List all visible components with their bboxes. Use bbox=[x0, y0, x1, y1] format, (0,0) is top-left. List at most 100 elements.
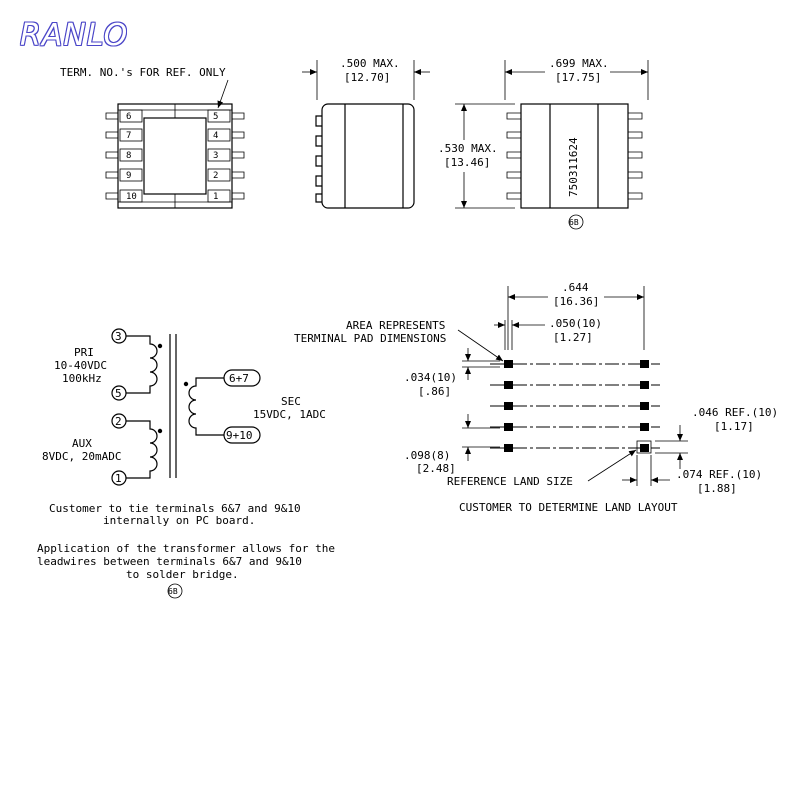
front-left-lead-2 bbox=[506, 131, 521, 139]
front-width-in: .699 MAX. bbox=[549, 57, 609, 70]
top-left-pin-box-8 bbox=[119, 148, 143, 162]
pri-freq: 100kHz bbox=[62, 372, 102, 385]
note1-line1: Customer to tie terminals 6&7 and 9&10 bbox=[49, 502, 301, 515]
top-right-pin-box-1 bbox=[207, 189, 231, 203]
top-left-lead-9 bbox=[105, 171, 118, 179]
land-pad-left-5 bbox=[504, 444, 513, 452]
area-line1: AREA REPRESENTS bbox=[346, 319, 445, 332]
ref-w-mm: [1.88] bbox=[697, 482, 737, 495]
top-left-lead-10 bbox=[105, 192, 118, 200]
term-note-leader bbox=[217, 79, 229, 109]
primary-winding bbox=[126, 335, 158, 394]
top-right-pin-box-3 bbox=[207, 148, 231, 162]
pin-6-7 bbox=[223, 369, 261, 387]
badge-6b-top bbox=[568, 214, 584, 230]
land-width-in: .644 bbox=[562, 281, 589, 294]
pri-voltage: 10-40VDC bbox=[54, 359, 107, 372]
top-right-lead-5 bbox=[232, 112, 245, 120]
top-right-pin-box-2 bbox=[207, 168, 231, 182]
pitch-mm: [.86] bbox=[418, 385, 451, 398]
pri-label: PRI bbox=[74, 346, 94, 359]
front-view: .699 MAX. [17.75] .530 MAX. [13.46] 7503… bbox=[438, 57, 649, 230]
badge-6b-schematic bbox=[167, 583, 183, 599]
ranlo-logo: RANLO bbox=[20, 18, 129, 53]
top-right-pin-5: 5 bbox=[213, 112, 218, 122]
schematic: PRI 10-40VDC 100kHz AUX 8VDC, 20mADC SEC… bbox=[37, 328, 335, 599]
top-left-pin-box-9 bbox=[119, 168, 143, 182]
land-pad-left-1 bbox=[504, 360, 513, 368]
top-left-pin-10: 10 bbox=[126, 192, 137, 202]
top-left-lead-6 bbox=[105, 112, 118, 120]
side-view-leads bbox=[315, 115, 322, 203]
pitch-in: .034(10) bbox=[404, 371, 457, 384]
top-left-lead-8 bbox=[105, 151, 118, 159]
sec-rating: 15VDC, 1ADC bbox=[253, 408, 326, 421]
front-right-lead-3 bbox=[628, 151, 643, 159]
top-right-lead-4 bbox=[232, 131, 245, 139]
row-mm: [2.48] bbox=[416, 462, 456, 475]
top-right-lead-1 bbox=[232, 192, 245, 200]
note2-line1: Application of the transformer allows fo… bbox=[37, 542, 335, 555]
front-left-lead-1 bbox=[506, 112, 521, 120]
aux-winding bbox=[126, 420, 158, 479]
front-right-lead-4 bbox=[628, 171, 643, 179]
side-dim-in: .500 MAX. bbox=[340, 57, 400, 70]
land-pad-left-3 bbox=[504, 402, 513, 410]
top-left-pin-8: 8 bbox=[126, 151, 131, 161]
land-pad-right-5 bbox=[640, 444, 649, 452]
aux-label: AUX bbox=[72, 437, 92, 450]
pin-5-label: 5 bbox=[115, 387, 122, 400]
land-pad-rows bbox=[490, 360, 660, 452]
front-right-lead-2 bbox=[628, 131, 643, 139]
land-pad-left-2 bbox=[504, 381, 513, 389]
pad-w-in: .050(10) bbox=[549, 317, 602, 330]
front-left-lead-5 bbox=[506, 192, 521, 200]
ref-w-in: .074 REF.(10) bbox=[676, 468, 762, 481]
top-view-core bbox=[143, 117, 207, 195]
ref-h-in: .046 REF.(10) bbox=[692, 406, 778, 419]
top-right-lead-3 bbox=[232, 151, 245, 159]
top-right-lead-2 bbox=[232, 171, 245, 179]
top-left-pin-box-6 bbox=[119, 109, 143, 123]
reference-land-outline bbox=[636, 440, 652, 454]
pin-6-7-label: 6+7 bbox=[229, 372, 249, 385]
top-left-pin-6: 6 bbox=[126, 112, 131, 122]
land-pad-right-3 bbox=[640, 402, 649, 410]
top-right-pin-3: 3 bbox=[213, 151, 218, 161]
side-view: .500 MAX. [12.70] bbox=[302, 57, 430, 209]
pin-1-label: 1 bbox=[115, 472, 122, 485]
ref-land-label: REFERENCE LAND SIZE bbox=[447, 475, 573, 488]
pin-2-label: 2 bbox=[115, 415, 122, 428]
front-view-body bbox=[520, 103, 629, 209]
top-left-lead-7 bbox=[105, 131, 118, 139]
front-right-lead-1 bbox=[628, 112, 643, 120]
land-pad-right-4 bbox=[640, 423, 649, 431]
note1-line2: internally on PC board. bbox=[103, 514, 255, 527]
land-layout: .644 [16.36] AREA REPRESENTS TERMINAL PA… bbox=[294, 281, 778, 514]
note2-line3: to solder bridge. bbox=[126, 568, 239, 581]
pin-3-label: 3 bbox=[115, 330, 122, 343]
front-left-lead-3 bbox=[506, 151, 521, 159]
front-right-lead-5 bbox=[628, 192, 643, 200]
side-view-body bbox=[321, 103, 415, 209]
top-left-pin-9: 9 bbox=[126, 171, 131, 181]
front-height-in: .530 MAX. bbox=[438, 142, 498, 155]
land-pad-right-2 bbox=[640, 381, 649, 389]
sec-label: SEC bbox=[281, 395, 301, 408]
top-left-pin-7: 7 bbox=[126, 131, 131, 141]
top-left-pin-box-7 bbox=[119, 128, 143, 142]
area-leader bbox=[457, 329, 504, 362]
term-note: TERM. NO.'s FOR REF. ONLY bbox=[60, 66, 226, 79]
pin-9-10-label: 9+10 bbox=[226, 429, 253, 442]
side-dim-mm: [12.70] bbox=[344, 71, 390, 84]
top-right-pin-4: 4 bbox=[213, 131, 218, 141]
pad-w-mm: [1.27] bbox=[553, 331, 593, 344]
top-right-pin-2: 2 bbox=[213, 171, 218, 181]
top-left-pin-box-10 bbox=[119, 189, 143, 203]
top-right-pin-box-5 bbox=[207, 109, 231, 123]
pin-9-10 bbox=[223, 426, 261, 444]
note2-line2: leadwires between terminals 6&7 and 9&10 bbox=[37, 555, 302, 568]
